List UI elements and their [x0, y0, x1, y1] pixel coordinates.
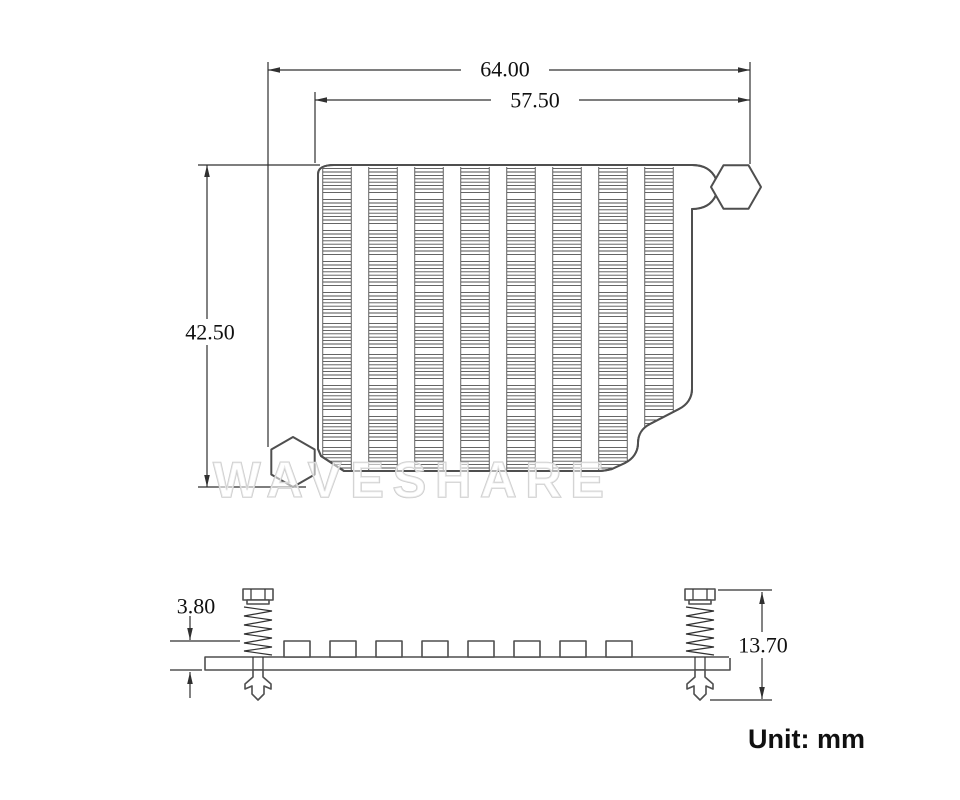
label-mask: [491, 87, 579, 113]
base-plate: [204, 656, 731, 671]
plate-holes: [252, 657, 706, 670]
dim-fin-width-label: 57.50: [510, 88, 560, 113]
pin-flange: [688, 599, 712, 605]
hex-screw-bottom-left: [270, 436, 316, 488]
hex-screw-top-right: [710, 164, 762, 210]
dim-height-label: 42.50: [185, 320, 235, 345]
label-mask: [461, 56, 549, 82]
side-fin: [421, 640, 449, 658]
dim-fin-height-label: 3.80: [177, 594, 216, 619]
spring-coil: [243, 606, 273, 656]
side-view: 3.80 13.70: [170, 588, 797, 701]
side-fin: [513, 640, 541, 658]
dim-total-height-label: 13.70: [738, 633, 788, 658]
pin-hex-head: [242, 588, 274, 601]
label-mask: [729, 632, 797, 658]
side-fins: [283, 640, 633, 658]
pin-hex-head: [684, 588, 716, 601]
fin-hatching: [322, 167, 674, 471]
side-fin: [605, 640, 633, 658]
spring-push-pin-right: [684, 588, 716, 701]
side-fin: [375, 640, 403, 658]
label-mask: [176, 319, 244, 345]
unit-label: Unit: mm: [748, 724, 865, 754]
dim-total-height: 13.70: [710, 589, 797, 701]
top-view: 64.00 57.50 42.50: [176, 56, 762, 488]
spring-coil: [685, 606, 715, 656]
push-pin-barb: [686, 669, 714, 701]
side-fin: [467, 640, 495, 658]
pin-flange: [246, 599, 270, 605]
push-pin-barb: [244, 669, 272, 701]
extension-lines: [198, 62, 751, 488]
dim-total-width: 64.00: [268, 56, 750, 82]
side-fin: [329, 640, 357, 658]
dim-height: 42.50: [176, 165, 244, 487]
watermark-text: WAVESHARE: [213, 452, 613, 508]
side-fin: [283, 640, 311, 658]
fin-array: [322, 167, 674, 471]
dim-total-width-label: 64.00: [480, 57, 530, 82]
dim-fin-width: 57.50: [315, 87, 750, 113]
side-fin: [559, 640, 587, 658]
dim-fin-height: 3.80: [170, 594, 240, 698]
spring-push-pin-left: [242, 588, 274, 701]
